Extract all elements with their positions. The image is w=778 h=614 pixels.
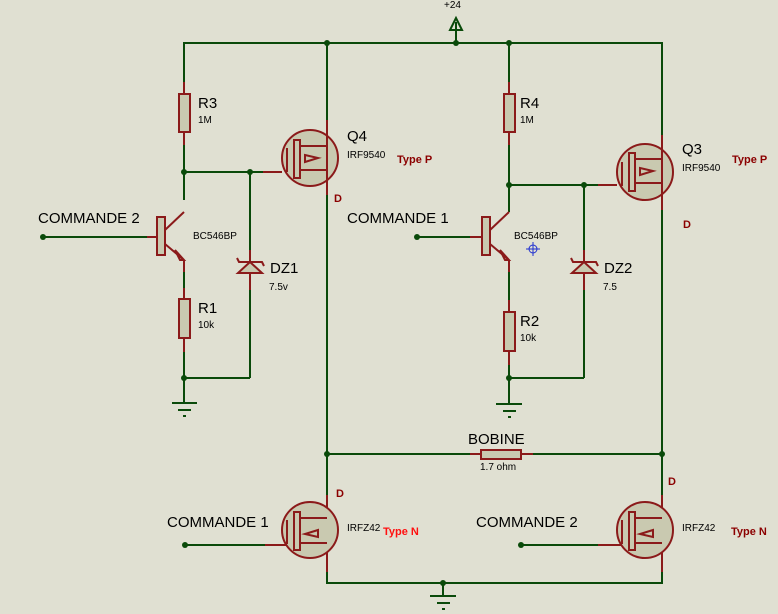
zener-dz1[interactable] <box>235 260 265 274</box>
resistor-r4[interactable] <box>503 93 516 133</box>
dz2-value: 7.5 <box>603 282 617 293</box>
dz1-value: 7.5v <box>269 282 288 293</box>
q4-drain-pin: D <box>334 193 342 205</box>
resistor-r3[interactable] <box>178 93 191 133</box>
qn2-drain-pin: D <box>668 476 676 488</box>
input-commande-1-top: COMMANDE 1 <box>347 210 449 227</box>
q3-part: IRF9540 <box>682 163 721 174</box>
input-commande-2-top: COMMANDE 2 <box>38 210 140 227</box>
input-commande-2-bottom: COMMANDE 2 <box>476 514 578 531</box>
power-supply-icon <box>448 15 464 31</box>
bobine-value: 1.7 ohm <box>480 462 517 473</box>
q3-drain-pin: D <box>683 219 691 231</box>
mosfet-n-right[interactable] <box>598 495 674 572</box>
q3-type: Type P <box>732 154 768 166</box>
qn2-part: IRFZ42 <box>682 523 716 534</box>
input-commande-1-bottom: COMMANDE 1 <box>167 514 269 531</box>
t2-part: BC546BP <box>514 231 558 242</box>
transistor-t2[interactable] <box>470 211 512 261</box>
qn1-drain-pin: D <box>336 488 344 500</box>
qn1-type: Type N <box>383 526 419 538</box>
resistor-r2[interactable] <box>503 311 516 352</box>
r1-name: R1 <box>198 300 218 317</box>
dz1-name: DZ1 <box>270 260 299 277</box>
wire-top-rail <box>183 42 663 135</box>
r4-name: R4 <box>520 95 540 112</box>
r2-name: R2 <box>520 313 540 330</box>
transistor-t1[interactable] <box>147 211 187 261</box>
qn1-part: IRFZ42 <box>347 523 381 534</box>
zener-dz2[interactable] <box>569 260 599 274</box>
r1-value: 10k <box>198 320 215 331</box>
dz2-name: DZ2 <box>604 260 633 277</box>
r4-value: 1M <box>520 115 534 126</box>
r3-name: R3 <box>198 95 218 112</box>
r3-value: 1M <box>198 115 212 126</box>
qn2-type: Type N <box>731 526 767 538</box>
mosfet-n-left[interactable] <box>265 495 339 572</box>
q4-type: Type P <box>397 154 433 166</box>
resistor-r1[interactable] <box>178 298 191 339</box>
q3-name: Q3 <box>682 141 703 158</box>
mosfet-q3[interactable] <box>616 135 674 210</box>
coil-bobine[interactable] <box>480 449 522 460</box>
crosshair-cursor-icon <box>526 242 540 256</box>
supply-label: +24 <box>444 0 461 11</box>
bobine-name: BOBINE <box>468 431 525 448</box>
q4-name: Q4 <box>347 128 368 145</box>
mosfet-q4[interactable] <box>281 120 339 195</box>
t1-part: BC546BP <box>193 231 237 242</box>
q4-part: IRF9540 <box>347 150 386 161</box>
r2-value: 10k <box>520 333 537 344</box>
